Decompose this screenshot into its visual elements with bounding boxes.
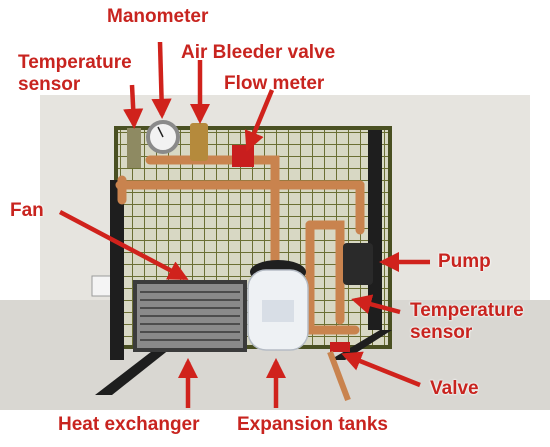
left-foot <box>95 345 175 395</box>
manometer-needle <box>157 126 164 138</box>
label-manometer: Manometer <box>107 6 209 27</box>
label-flow-meter: Flow meter <box>224 73 325 94</box>
pump-body <box>343 243 373 285</box>
right-upright <box>368 130 382 330</box>
temperature-sensor-top <box>127 128 141 168</box>
heat-exchanger-fins <box>140 291 240 341</box>
label-fan: Fan <box>10 200 44 221</box>
label-valve: Valve <box>430 378 479 399</box>
valve-stem <box>327 350 351 402</box>
label-expansion-tanks: Expansion tanks <box>237 414 388 435</box>
left-upright <box>110 180 124 360</box>
label-pump: Pump <box>438 251 491 272</box>
valve-body <box>330 342 350 352</box>
flow-meter-body <box>232 145 254 167</box>
label-air-bleeder-valve: Air Bleeder valve <box>181 42 336 63</box>
label-temperature-sensor-top: Temperature sensor <box>18 52 132 95</box>
copper-piping <box>115 155 365 335</box>
air-bleeder-valve <box>190 123 208 161</box>
label-temperature-sensor-right: Temperature sensor <box>410 300 524 343</box>
label-heat-exchanger: Heat exchanger <box>58 414 200 435</box>
expansion-tank-sticker <box>262 300 294 322</box>
